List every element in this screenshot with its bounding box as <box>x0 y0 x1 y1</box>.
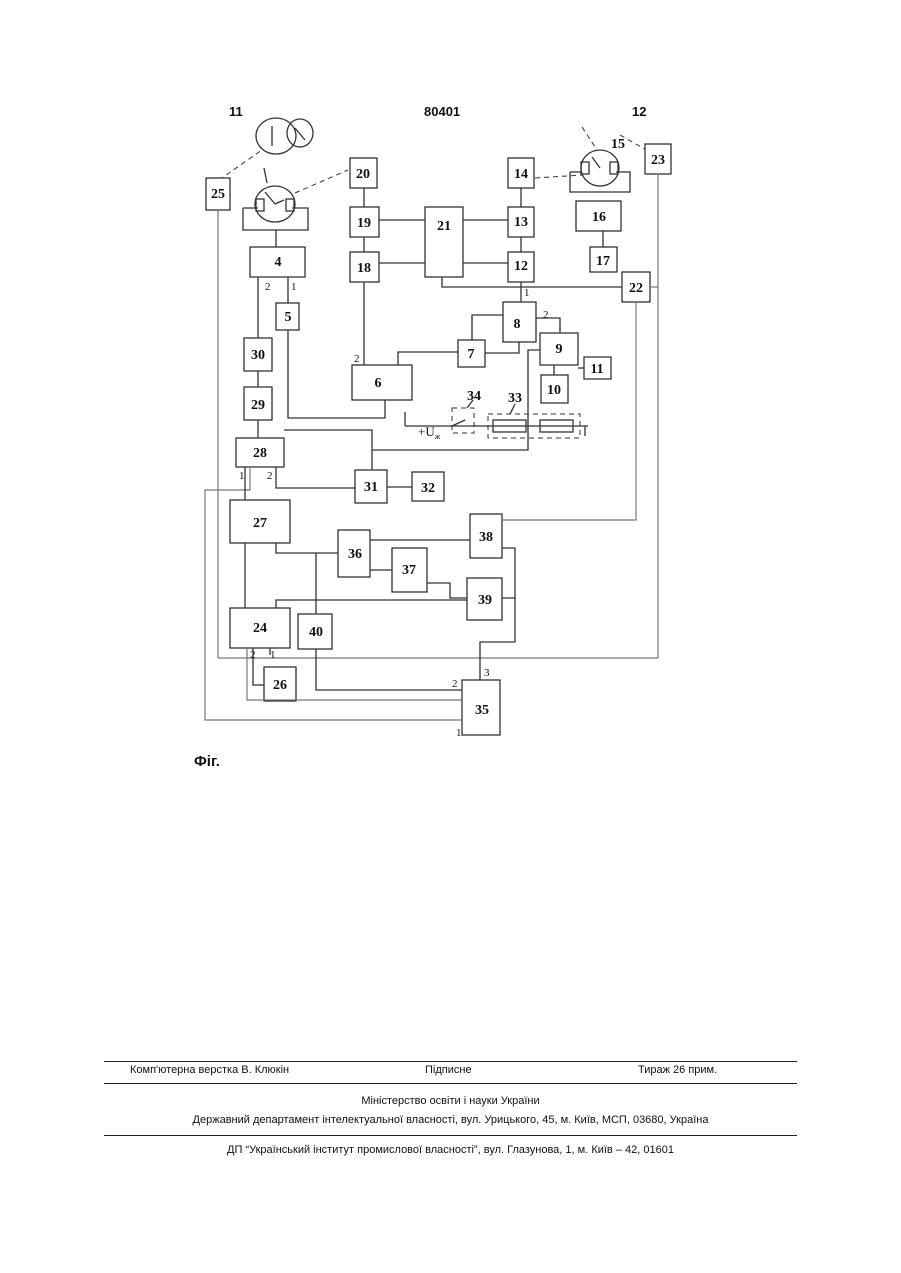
footer-divider <box>104 1061 797 1062</box>
block-40-label: 40 <box>309 625 323 640</box>
block-22-label: 22 <box>629 281 643 296</box>
block-9-label: 9 <box>556 342 563 357</box>
block-15-label: 15 <box>611 137 625 152</box>
port-label: 1 <box>291 281 297 293</box>
block-30-label: 30 <box>251 348 265 363</box>
footer-institute: ДП “Український інститут промислової вла… <box>0 1144 901 1156</box>
block-32-label: 32 <box>421 481 435 496</box>
block-8-label: 8 <box>514 317 521 332</box>
port-label: 2 <box>250 649 256 661</box>
block-35-label: 35 <box>475 703 489 718</box>
footer-divider <box>104 1083 797 1084</box>
block-17-label: 17 <box>596 254 610 269</box>
block-5-label: 5 <box>285 310 292 325</box>
block-7-label: 7 <box>468 347 475 362</box>
footer-divider <box>104 1135 797 1136</box>
block-25-label: 25 <box>211 187 225 202</box>
block-20-label: 20 <box>356 167 370 182</box>
footer-department: Державний департамент інтелектуальної вл… <box>0 1114 901 1126</box>
block-28-label: 28 <box>253 446 267 461</box>
port-label: 2 <box>265 281 271 293</box>
port-label: 2 <box>354 353 360 365</box>
block-18-label: 18 <box>357 261 371 276</box>
block-33-label: 33 <box>508 391 522 406</box>
block-23-label: 23 <box>651 153 665 168</box>
block-21-label: 21 <box>437 219 451 234</box>
port-label: 2 <box>267 470 273 482</box>
block-10-label: 10 <box>547 383 561 398</box>
port-label: 1 <box>456 727 462 739</box>
port-label: 1 <box>270 649 276 661</box>
block-12-label: 12 <box>514 259 528 274</box>
block-14-label: 14 <box>514 167 528 182</box>
footer-circulation: Тираж 26 прим. <box>638 1064 717 1076</box>
sensor-sketch-icon <box>256 118 313 154</box>
port-label: 3 <box>484 667 490 679</box>
block-39-label: 39 <box>478 593 492 608</box>
block-13-label: 13 <box>514 215 528 230</box>
motor-right-icon <box>570 150 630 192</box>
block-38-label: 38 <box>479 530 493 545</box>
footer-subscription: Підписне <box>425 1064 472 1076</box>
footer-typesetting: Комп'ютерна верстка В. Клюкін <box>130 1064 289 1076</box>
block-37-label: 37 <box>402 563 416 578</box>
block-26-label: 26 <box>273 678 287 693</box>
block-24-label: 24 <box>253 621 267 636</box>
footer-ministry: Міністерство освіти і науки України <box>0 1095 901 1107</box>
motor-left-icon <box>243 168 308 230</box>
block-36-label: 36 <box>348 547 362 562</box>
block-11-label: 11 <box>590 362 603 377</box>
block-19-label: 19 <box>357 216 371 231</box>
block-31-label: 31 <box>364 480 378 495</box>
block-34-label: 34 <box>467 389 481 404</box>
block-16-label: 16 <box>592 210 606 225</box>
port-label: 1 <box>239 470 245 482</box>
block-4-label: 4 <box>275 255 282 270</box>
port-label: 1 <box>524 287 530 299</box>
block-29-label: 29 <box>251 398 265 413</box>
port-label: 2 <box>543 309 549 321</box>
port-label: 2 <box>452 678 458 690</box>
block-6-label: 6 <box>375 376 382 391</box>
block-diagram: 4 5 6 7 8 9 10 11 12 13 14 15 16 17 18 1… <box>0 0 901 800</box>
block-27-label: 27 <box>253 516 267 531</box>
figure-caption: Фіг. <box>194 753 220 770</box>
